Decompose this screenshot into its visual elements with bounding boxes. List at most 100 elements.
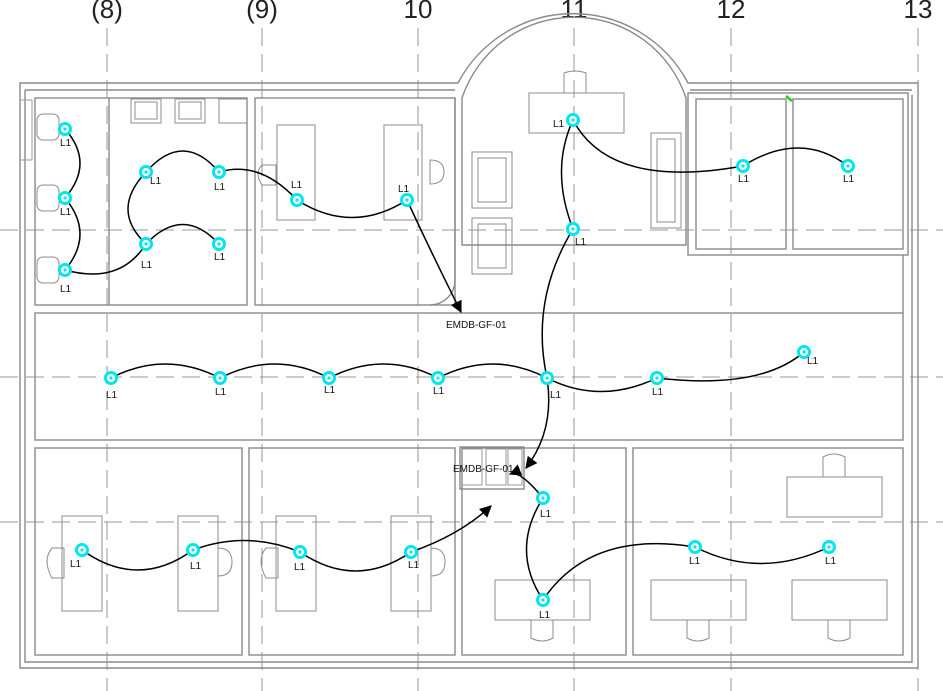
fixture-label: L1 (291, 180, 303, 191)
fixture-center (63, 268, 67, 272)
fixture-center (218, 376, 222, 380)
light-fixture: L1 (58, 191, 72, 218)
light-fixture: L1 (822, 540, 837, 567)
fixture-label: L1 (433, 386, 445, 397)
fixture-center (545, 376, 549, 380)
fixture-label: L1 (843, 174, 855, 185)
fixture-center (693, 545, 697, 549)
grid-label-9: (9) (246, 0, 278, 24)
fixture-label: L1 (539, 610, 551, 621)
fixture-center (109, 376, 113, 380)
fixture-center (436, 376, 440, 380)
light-fixture: L1 (104, 371, 118, 401)
green-marker (785, 95, 793, 102)
panel-labels: EMDB-GF-01 EMDB-GF-01 (446, 320, 514, 475)
light-fixture: L1 (70, 543, 89, 570)
fixture-label: L1 (408, 560, 420, 571)
light-fixture: L1 (540, 371, 562, 401)
fixture-center (409, 550, 413, 554)
circuit-wiring (64, 119, 849, 601)
fixture-label: L1 (60, 138, 72, 149)
light-fixture: L1 (536, 491, 552, 520)
grid-label-10: 10 (404, 0, 433, 24)
fixture-center (571, 118, 575, 122)
fixture-label: L1 (575, 237, 587, 248)
fixture-label: L1 (294, 562, 306, 573)
fixture-label: L1 (214, 252, 226, 263)
grid-labels: (8) (9) 10 11 12 13 (91, 0, 932, 24)
fixture-label: L1 (106, 390, 118, 401)
fixture-center (144, 170, 148, 174)
fixture-label: L1 (398, 184, 410, 195)
light-fixture: L1 (290, 180, 304, 207)
fixture-label: L1 (60, 284, 72, 295)
light-fixture: L1 (398, 184, 414, 207)
fixture-center (541, 496, 545, 500)
fixture-center (827, 545, 831, 549)
light-fixture: L1 (213, 371, 227, 398)
fixture-label: L1 (738, 174, 750, 185)
fixture-label: L1 (825, 556, 837, 567)
panel-label-south: EMDB-GF-01 (453, 464, 514, 475)
fixture-center (295, 198, 299, 202)
walls (19, 12, 919, 669)
fixture-center (298, 550, 302, 554)
grid-label-11: 11 (561, 0, 588, 24)
fixture-center (405, 198, 409, 202)
light-fixture: L1 (293, 545, 307, 573)
fixture-label: L1 (652, 387, 664, 398)
fixture-center (741, 164, 745, 168)
light-fixture: L1 (186, 543, 202, 572)
fixture-label: L1 (540, 509, 552, 520)
fixture-center (327, 376, 331, 380)
fixture-label: L1 (324, 385, 336, 396)
light-fixture: L1 (536, 593, 551, 621)
fixture-label: L1 (215, 387, 227, 398)
fixture-label: L1 (70, 559, 82, 570)
fixture-center (802, 350, 806, 354)
fixture-center (144, 242, 148, 246)
light-fixture: L1 (212, 165, 226, 193)
grid-label-13: 13 (904, 0, 933, 24)
fixture-label: L1 (553, 119, 565, 130)
light-fixture: L1 (58, 122, 72, 149)
light-fixture: L1 (139, 237, 153, 271)
light-fixture: L1 (58, 263, 72, 295)
grid-label-8: (8) (91, 0, 123, 24)
fixture-center (191, 548, 195, 552)
fixture-label: L1 (550, 390, 562, 401)
light-fixture: L1 (553, 113, 580, 130)
light-fixture: L1 (736, 159, 750, 185)
fixture-label: L1 (60, 207, 72, 218)
fixture-center (80, 548, 84, 552)
grid-lines (0, 28, 943, 691)
light-fixture: L1 (212, 237, 226, 263)
light-fixture: L1 (688, 540, 702, 567)
fixture-center (846, 164, 850, 168)
fixture-label: L1 (689, 556, 701, 567)
fixture-label: L1 (190, 561, 202, 572)
fixture-label: L1 (214, 182, 226, 193)
panel-label-north: EMDB-GF-01 (446, 320, 507, 331)
grid-label-12: 12 (717, 0, 746, 24)
fixture-center (655, 376, 659, 380)
fixture-label: L1 (807, 356, 819, 367)
light-fixture: L1 (139, 165, 162, 187)
fixture-label: L1 (150, 176, 162, 187)
light-fixture: L1 (404, 545, 420, 571)
fixture-center (63, 127, 67, 131)
fixture-center (217, 242, 221, 246)
light-fixture: L1 (322, 371, 336, 396)
light-fixture: L1 (797, 345, 819, 367)
fixture-label: L1 (141, 260, 153, 271)
fixture-center (541, 598, 545, 602)
light-fixture: L1 (431, 371, 445, 397)
light-fixture: L1 (650, 371, 664, 398)
fixture-center (571, 227, 575, 231)
light-fixture: L1 (841, 159, 855, 185)
fixture-center (63, 196, 67, 200)
fixture-center (217, 170, 221, 174)
light-fixture: L1 (566, 222, 587, 248)
